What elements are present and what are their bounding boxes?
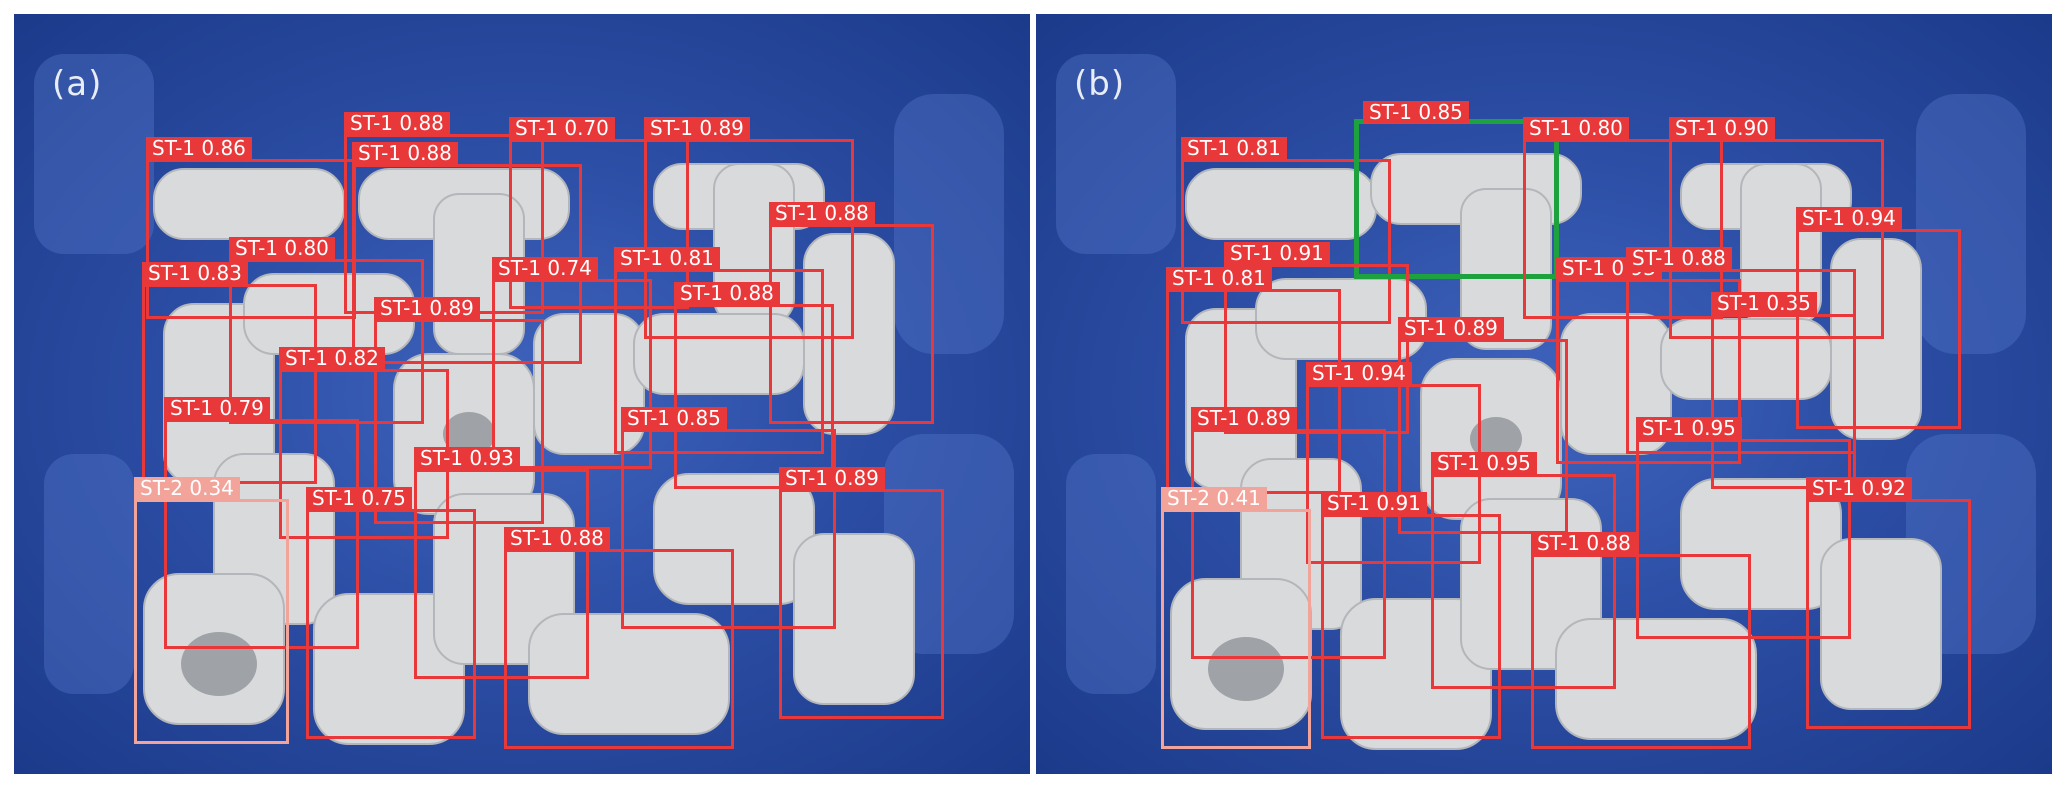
detection-label: ST-1 0.75: [306, 487, 412, 509]
detection-label: ST-1 0.89: [374, 297, 480, 319]
detection-label: ST-1 0.94: [1306, 362, 1412, 384]
detection-box: ST-1 0.88: [769, 202, 934, 424]
detection-label: ST-1 0.79: [164, 397, 270, 419]
detection-box: ST-1 0.92: [1806, 477, 1971, 729]
detection-label: ST-1 0.74: [492, 257, 598, 279]
detection-label: ST-1 0.92: [1806, 477, 1912, 499]
detection-box: ST-1 0.81: [614, 247, 824, 454]
detection-box: ST-1 0.88: [1531, 532, 1751, 749]
detection-label: ST-1 0.88: [1531, 532, 1637, 554]
detection-box: ST-1 0.35: [1711, 292, 1856, 489]
detection-box: ST-1 0.91: [1321, 492, 1501, 739]
detection-box: ST-2 0.34: [134, 477, 289, 744]
detection-label: ST-1 0.89: [1398, 317, 1504, 339]
detection-label: ST-1 0.91: [1224, 242, 1330, 264]
detection-label: ST-1 0.88: [1626, 247, 1732, 269]
detection-label: ST-1 0.95: [1636, 417, 1742, 439]
detection-label: ST-1 0.80: [1523, 117, 1629, 139]
detection-label: ST-1 0.86: [146, 137, 252, 159]
detection-box: ST-1 0.80: [1523, 117, 1723, 319]
detection-box: ST-1 0.89: [1398, 317, 1568, 534]
detection-label: ST-1 0.70: [509, 117, 615, 139]
detection-box: ST-1 0.88: [674, 282, 834, 489]
detection-box: ST-2 0.41: [1161, 487, 1311, 749]
detection-label: ST-1 0.88: [674, 282, 780, 304]
detection-box: ST-1 0.81: [1166, 267, 1341, 494]
detection-label: ST-1 0.81: [1181, 137, 1287, 159]
detection-label: ST-1 0.85: [1363, 101, 1469, 123]
detection-box: ST-1 0.82: [279, 347, 449, 539]
detection-label: ST-1 0.89: [644, 117, 750, 139]
panel-label: (a): [52, 64, 103, 104]
detection-label: ST-1 0.89: [779, 467, 885, 489]
panel-label: (b): [1074, 64, 1126, 104]
detection-box: ST-1 0.85: [1354, 101, 1559, 279]
detection-label: ST-2 0.34: [134, 477, 240, 499]
detection-label: ST-1 0.94: [1796, 207, 1902, 229]
detection-box: ST-1 0.89: [644, 117, 854, 339]
detection-box: ST-1 0.93: [414, 447, 589, 679]
detection-box: ST-1 0.89: [1191, 407, 1386, 659]
detection-box: ST-1 0.95: [1431, 452, 1616, 689]
detection-label: ST-1 0.85: [621, 407, 727, 429]
detection-box: ST-1 0.95: [1636, 417, 1851, 639]
detection-label: ST-1 0.88: [344, 112, 450, 134]
detection-label: ST-1 0.89: [1191, 407, 1297, 429]
detection-box: ST-1 0.79: [164, 397, 359, 649]
detection-label: ST-1 0.95: [1431, 452, 1537, 474]
detection-box: ST-1 0.90: [1669, 117, 1884, 339]
detection-box: ST-1 0.70: [509, 117, 689, 309]
detection-box: ST-1 0.88: [344, 112, 544, 314]
detection-label: ST-1 0.90: [1669, 117, 1775, 139]
detection-label: ST-1 0.82: [279, 347, 385, 369]
detection-box: ST-1 0.88: [504, 527, 734, 749]
detection-box: ST-1 0.81: [1181, 137, 1391, 324]
detection-label: ST-1 0.88: [504, 527, 610, 549]
detection-box: ST-1 0.74: [492, 257, 652, 469]
detection-box: ST-1 0.94: [1796, 207, 1961, 429]
detection-box: ST-1 0.89: [374, 297, 544, 524]
detection-box: ST-1 0.85: [621, 407, 836, 629]
detection-label: ST-1 0.91: [1321, 492, 1427, 514]
detection-label: ST-2 0.41: [1161, 487, 1267, 509]
detection-label: ST-1 0.93: [414, 447, 520, 469]
detection-box: ST-1 0.91: [1224, 242, 1409, 434]
detection-label: ST-1 0.80: [229, 237, 335, 259]
detection-label: ST-1 0.81: [614, 247, 720, 269]
detection-label: ST-1 0.83: [142, 262, 248, 284]
detection-label: ST-1 0.88: [352, 142, 458, 164]
detection-box: ST-1 0.75: [306, 487, 476, 739]
detection-box: ST-1 0.80: [229, 237, 424, 424]
detection-label: ST-1 0.35: [1711, 292, 1817, 314]
detection-box: ST-1 0.89: [779, 467, 944, 719]
detection-label: ST-1 0.81: [1166, 267, 1272, 289]
detection-label: ST-1 0.88: [769, 202, 875, 224]
pipe-fittings-scene: [1056, 54, 2036, 750]
